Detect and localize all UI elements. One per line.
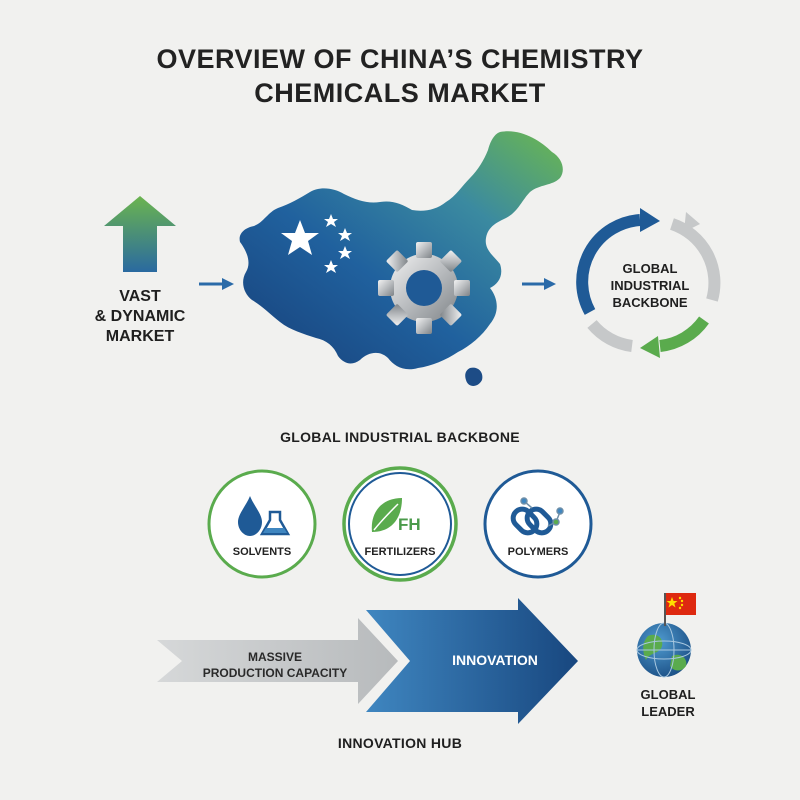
molecule-icon [520,497,564,527]
leader-label: GLOBAL LEADER [618,686,718,720]
cycle-label-line-3: BACKBONE [612,295,688,310]
cycle-arrows-icon [576,208,721,358]
china-flag-icon [664,593,696,626]
solvents-label: SOLVENTS [232,546,292,558]
flow-arrow-left-icon [199,278,234,290]
page-title: OVERVIEW OF CHINA’S CHEMISTRY CHEMICALS … [0,42,800,110]
fertilizers-label: FERTILIZERS [364,546,436,558]
leader-label-line-2: LEADER [641,704,695,719]
china-map-icon [239,131,563,386]
production-label-line-1: MASSIVE [247,650,302,664]
flow-arrow-right-icon [522,278,556,290]
backbone-heading: GLOBAL INDUSTRIAL BACKBONE [280,429,520,445]
market-label: VAST & DYNAMIC MARKET [70,287,210,347]
polymers-badge [483,469,593,579]
leader-label-line-1: GLOBAL [640,687,696,702]
chain-icon [510,506,554,536]
market-label-line-2: & DYNAMIC [94,308,186,325]
market-label-line-1: VAST [119,288,161,305]
production-label: MASSIVE PRODUCTION CAPACITY [175,649,375,681]
production-label-line-2: PRODUCTION CAPACITY [202,666,348,680]
solvents-badge [207,469,317,579]
flask-icon [259,510,291,536]
star-icon [281,214,352,273]
globe-icon [636,622,692,678]
cycle-label-line-2: INDUSTRIAL [610,278,690,293]
innovation-label: INNOVATION [452,652,538,668]
market-label-line-3: MARKET [105,328,175,345]
title-line-1: OVERVIEW OF CHINA’S CHEMISTRY [156,44,644,74]
polymers-label: POLYMERS [507,546,569,558]
fertilizers-badge: FH [342,466,458,582]
fertilizer-letters: FH [398,515,421,534]
growth-arrow-icon [104,196,176,272]
innovation-arrow [366,598,578,724]
title-line-2: CHEMICALS MARKET [254,78,546,108]
production-arrow [157,618,398,704]
gear-icon [378,242,470,334]
cycle-label: GLOBAL INDUSTRIAL BACKBONE [600,260,700,311]
hub-heading: INNOVATION HUB [337,735,463,751]
water-drop-icon [238,496,262,536]
cycle-label-line-1: GLOBAL [622,261,678,276]
